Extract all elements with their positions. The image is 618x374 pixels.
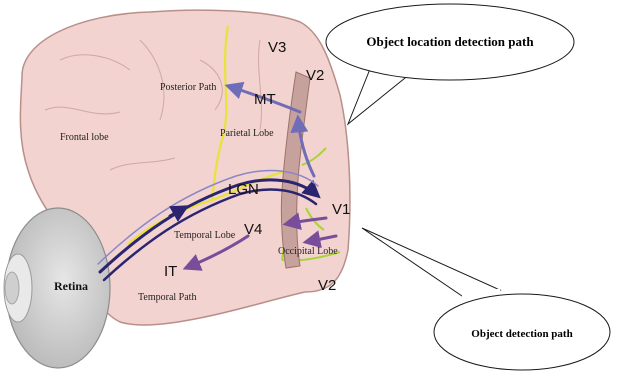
label-mt: MT: [254, 91, 276, 108]
label-occipital-lobe: Occipital Lobe: [278, 246, 338, 257]
label-v3: V3: [268, 39, 286, 56]
label-v2-top: V2: [306, 67, 324, 84]
label-posterior-path: Posterior Path: [160, 82, 216, 93]
callout-top: Object location detection path: [326, 4, 574, 124]
label-temporal-lobe: Temporal Lobe: [174, 230, 236, 241]
label-temporal-path: Temporal Path: [138, 292, 196, 303]
label-frontal-lobe: Frontal lobe: [60, 132, 109, 143]
label-v1: V1: [332, 201, 350, 218]
label-retina: Retina: [54, 279, 88, 293]
callout-bottom-text: Object detection path: [471, 328, 572, 340]
label-v4: V4: [244, 221, 262, 238]
label-it: IT: [164, 263, 177, 280]
label-parietal-lobe: Parietal Lobe: [220, 128, 274, 139]
label-v2-bottom: V2: [318, 277, 336, 294]
label-lgn: LGN: [228, 181, 259, 198]
callout-bottom: Object detection path: [362, 228, 610, 370]
callout-top-text: Object location detection path: [366, 34, 534, 49]
